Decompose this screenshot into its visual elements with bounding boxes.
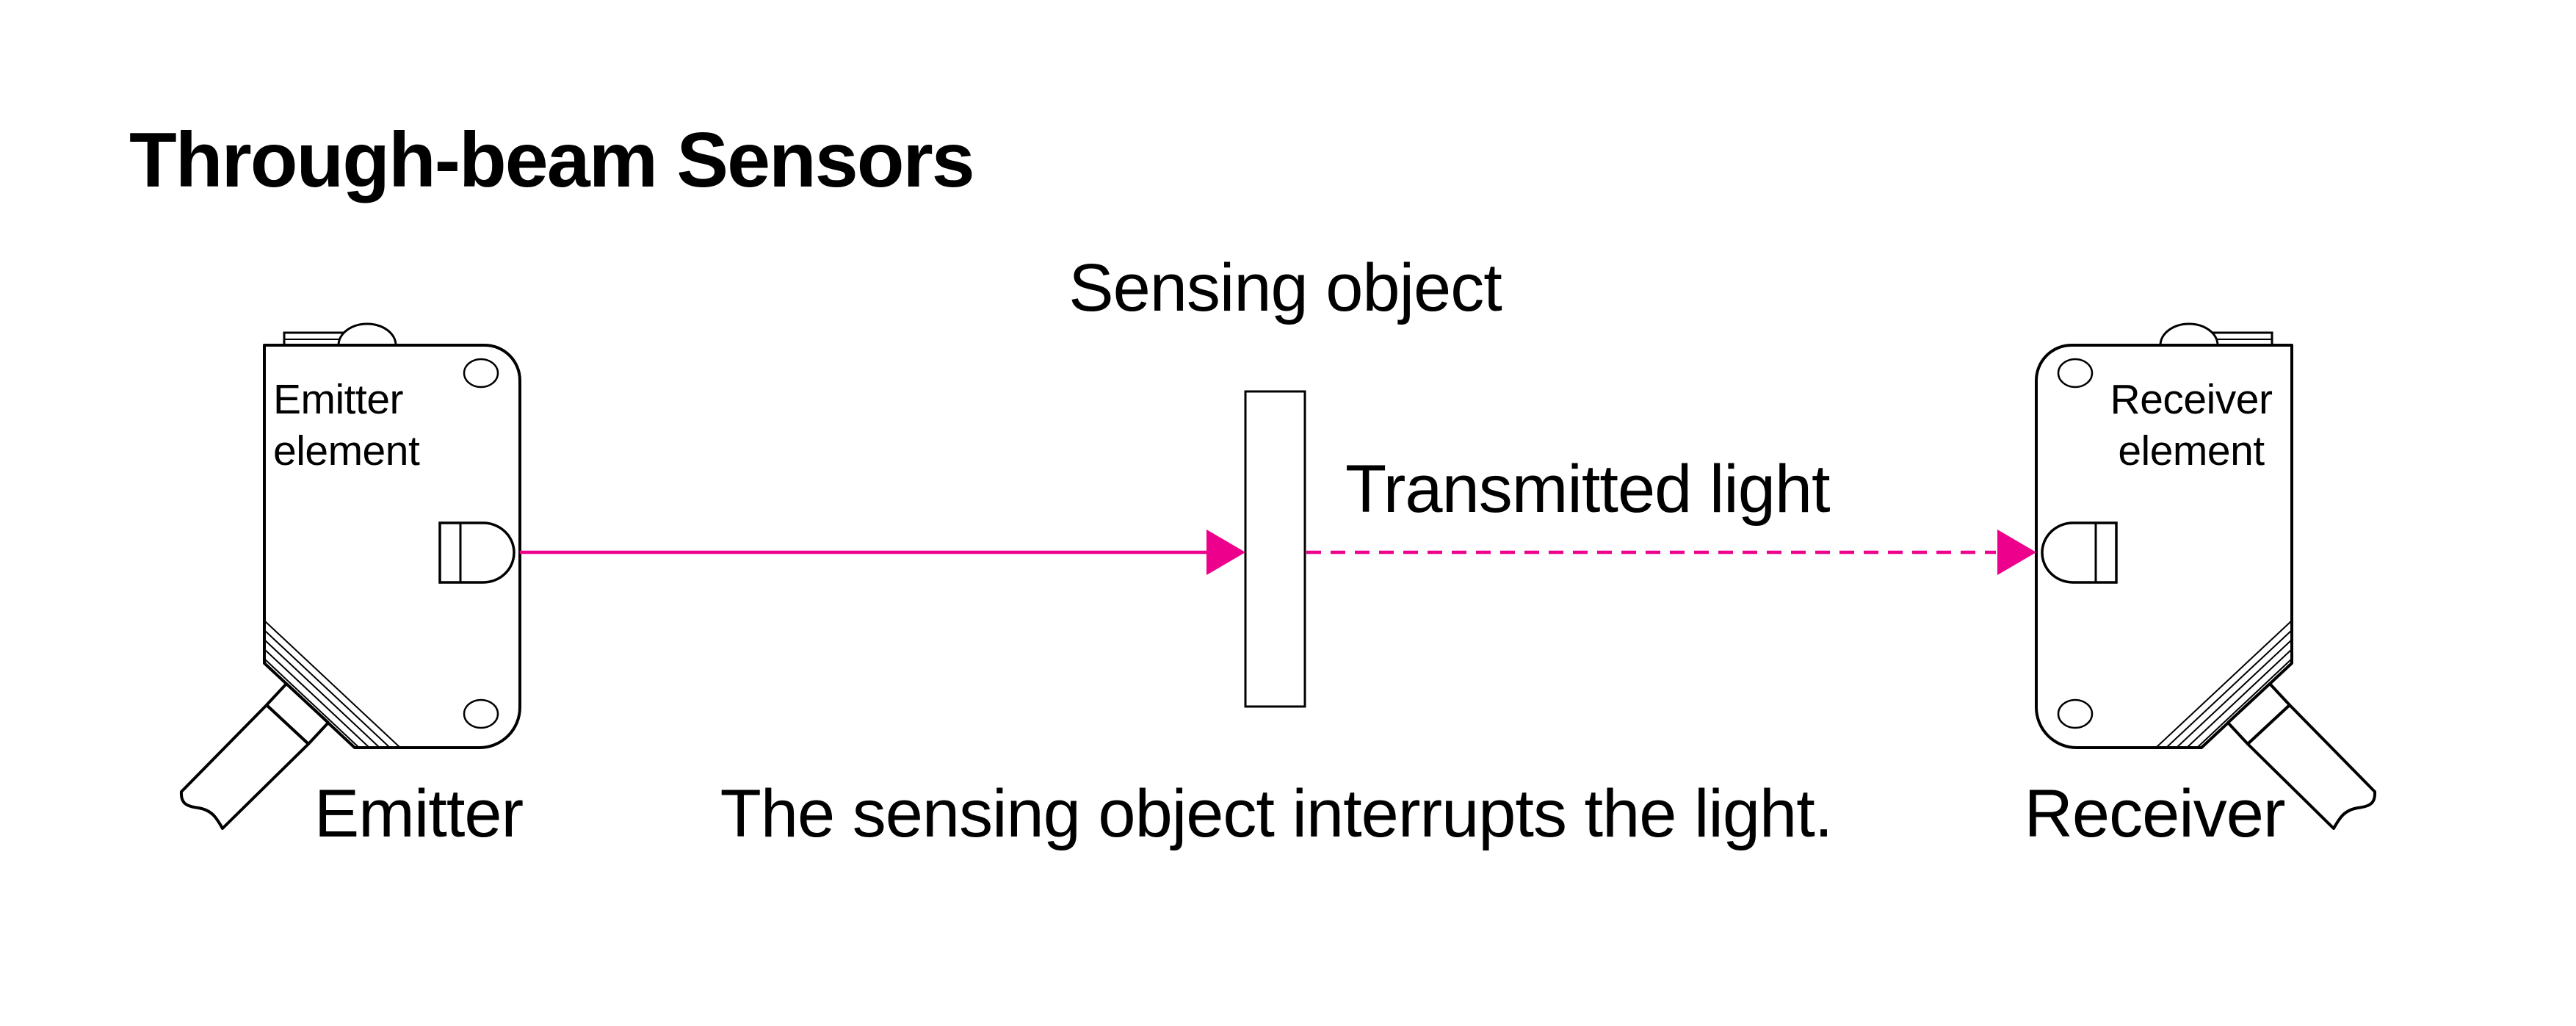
transmitted-light-label: Transmitted light [1345, 452, 1831, 527]
receiver-caption: Receiver [2024, 776, 2285, 851]
interruption-caption: The sensing object interrupts the light. [720, 776, 1834, 851]
sensing-object-rect [1244, 390, 1306, 708]
receiver-element-label: Receiver element [2110, 376, 2273, 474]
emitter-caption: Emitter [314, 776, 524, 851]
transmitted-light-arrowhead [1997, 530, 2036, 575]
emitter-element-label: Emitter element [273, 376, 420, 474]
page-title: Through-beam Sensors [129, 117, 975, 203]
emitted-light-arrowhead [1206, 530, 1245, 575]
sensing-object-label: Sensing object [1068, 250, 1502, 325]
